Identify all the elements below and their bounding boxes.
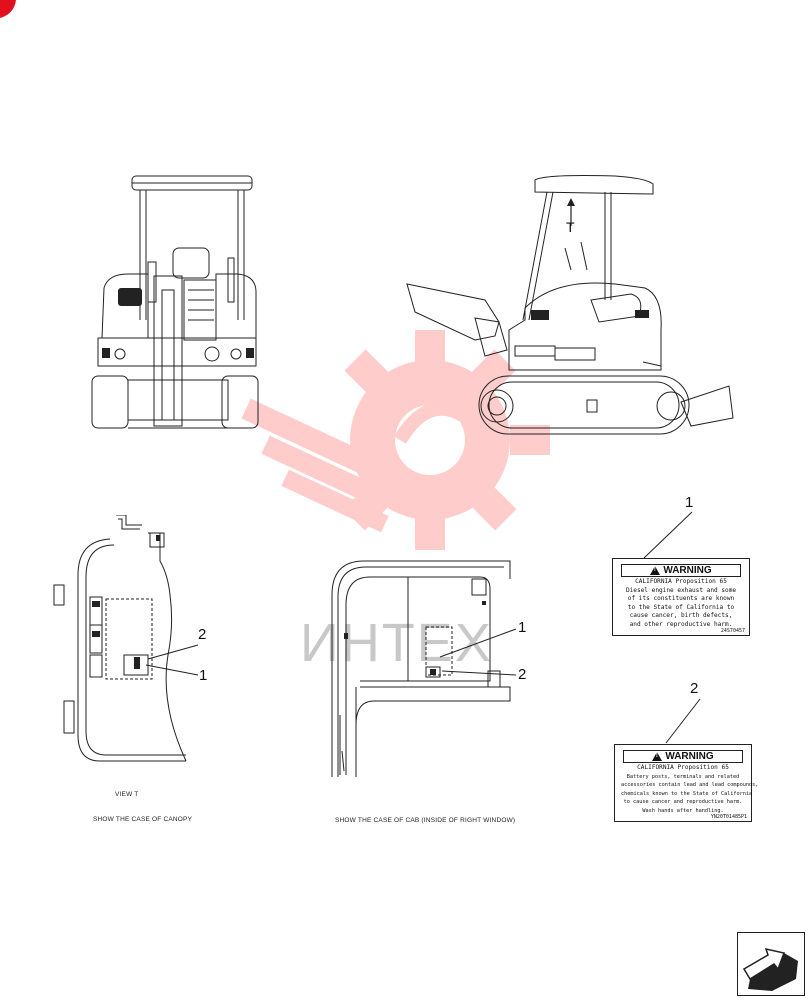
watermark-gear-icon xyxy=(241,330,550,550)
canopy-callout-1: 1 xyxy=(199,667,208,684)
label-1-leader xyxy=(643,511,693,559)
label-2-leader xyxy=(665,698,701,744)
label-1-line: Diesel engine exhaust and some xyxy=(625,586,737,594)
label-1-warning-decal: WARNING CALIFORNIA Proposition 65 Diesel… xyxy=(612,558,750,636)
label-1-line: cause cancer, birth defects, xyxy=(629,612,733,620)
cab-detail-view xyxy=(331,560,517,777)
label-2-line: accessories contain lead and lead compou… xyxy=(621,782,759,789)
cab-caption: SHOW THE CASE OF CAB (INSIDE OF RIGHT WI… xyxy=(335,817,516,824)
label-2-heading-box: WARNING xyxy=(623,750,743,763)
label-2-line: to cause cancer and reproductive harm. xyxy=(623,799,743,806)
label-2-heading: WARNING xyxy=(665,751,714,762)
label-2-callout: 2 xyxy=(690,680,699,697)
canopy-caption: SHOW THE CASE OF CANOPY xyxy=(93,816,193,823)
label-1-code: 24S70457 xyxy=(720,628,745,634)
cab-callout-2: 2 xyxy=(518,666,527,683)
label-1-text: CALIFORNIA Proposition 65 Diesel engine … xyxy=(619,578,743,630)
warning-triangle-icon xyxy=(650,566,661,575)
corner-mark-icon xyxy=(0,0,16,18)
label-2-line: Battery posts, terminals and related xyxy=(626,773,740,780)
canopy-detail-view xyxy=(53,515,199,762)
cab-callout-1: 1 xyxy=(518,619,527,636)
label-2-code: YN20T01485P1 xyxy=(710,814,747,820)
label-1-heading-box: WARNING xyxy=(621,564,741,577)
view-t-caption: VIEW T xyxy=(115,791,139,798)
label-2-line: CALIFORNIA Proposition 65 xyxy=(637,764,729,771)
excavator-front-view xyxy=(91,175,259,429)
excavator-side-view: T xyxy=(406,175,734,435)
next-page-arrow-icon xyxy=(742,947,798,991)
canopy-callout-2: 2 xyxy=(198,626,207,643)
label-1-line: of its constituents are known xyxy=(627,595,735,603)
label-1-line: and other reproductive harm. xyxy=(629,620,733,628)
label-2-line: chemicals known to the State of Californ… xyxy=(621,790,753,797)
label-2-warning-decal: WARNING CALIFORNIA Proposition 65 Batter… xyxy=(614,744,759,822)
label-2-line: Wash hands after handling. xyxy=(642,807,724,814)
label-1-heading: WARNING xyxy=(663,565,712,576)
view-marker-label: T xyxy=(566,219,575,235)
label-1-line: CALIFORNIA Proposition 65 xyxy=(635,578,727,585)
next-page-button[interactable] xyxy=(737,932,805,996)
label-1-callout: 1 xyxy=(685,494,694,511)
warning-triangle-icon xyxy=(652,752,663,761)
label-1-line: to the State of California to xyxy=(627,603,735,611)
label-2-text: CALIFORNIA Proposition 65 Battery posts,… xyxy=(621,764,759,816)
